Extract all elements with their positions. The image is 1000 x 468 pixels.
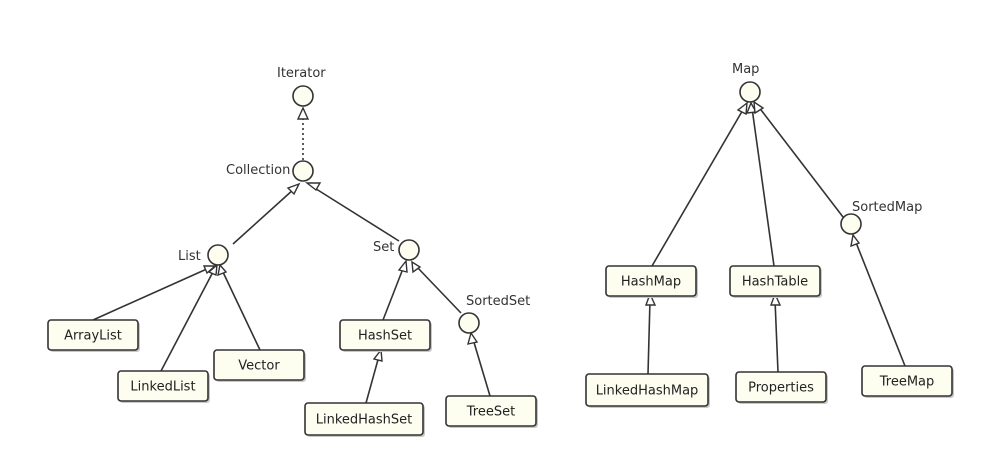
edge-sortedset-set	[415, 265, 462, 314]
arrowhead-list-from-linkedlist	[207, 263, 218, 277]
arrowhead-set-from-hashset	[397, 259, 408, 273]
set-interface-icon	[398, 239, 420, 261]
arrowhead-map-from-hashmap	[736, 101, 748, 116]
arrowhead-collection-from-list	[286, 182, 301, 196]
arrowhead-list-from-vector	[217, 263, 228, 277]
hashset-label: HashSet	[358, 329, 412, 344]
node-linkedhashmap: LinkedHashMap	[585, 373, 710, 408]
hashtable-box	[729, 265, 821, 297]
properties-label: Properties	[748, 381, 814, 396]
arrowhead-hashmap-from-linkedhashmap	[645, 292, 657, 306]
arrowhead-iterator	[296, 106, 310, 120]
sortedmap-label: SortedMap	[852, 200, 922, 215]
node-sortedset: SortedSet	[458, 294, 530, 334]
edge-set-collection	[312, 186, 400, 242]
edge-hashtable-map	[751, 107, 775, 267]
arrowhead-hashset-from-linkedhashset	[372, 348, 383, 362]
edge-sortedmap-map	[757, 105, 844, 218]
edge-linkedhashmap-hashmap	[647, 299, 651, 375]
treeset-label: TreeSet	[466, 405, 515, 420]
arraylist-label: ArrayList	[64, 329, 122, 344]
map-interface-icon	[739, 81, 761, 103]
edge-arraylist-list	[92, 267, 210, 321]
linkedhashmap-box	[585, 373, 709, 407]
treemap-box	[861, 365, 953, 397]
node-iterator: Iterator	[277, 66, 326, 107]
collection-interface-icon	[292, 160, 314, 182]
edge-properties-hashtable	[774, 299, 779, 373]
iterator-label: Iterator	[277, 66, 326, 81]
arrowhead-set-from-sortedset	[411, 260, 422, 274]
node-treeset: TreeSet	[445, 395, 538, 428]
edge-linkedhashset-hashset	[365, 355, 380, 404]
arrowhead-map-from-hashtable	[745, 101, 758, 114]
edge-treemap-sortedmap	[854, 239, 906, 367]
sortedset-label: SortedSet	[466, 294, 530, 309]
linkedhashset-box	[304, 402, 424, 436]
node-set: Set	[373, 239, 420, 261]
list-label: List	[178, 249, 201, 264]
sortedmap-interface-icon	[840, 213, 862, 235]
hashmap-label: HashMap	[621, 275, 681, 290]
linkedhashset-label: LinkedHashSet	[316, 413, 413, 428]
edge-hashmap-map	[651, 107, 745, 267]
edge-list-collection	[232, 188, 295, 245]
node-map: Map	[732, 62, 761, 103]
set-label: Set	[373, 240, 394, 255]
edge-treeset-sortedset	[472, 338, 491, 397]
arraylist-box	[47, 319, 139, 351]
linkedlist-label: LinkedList	[130, 380, 195, 395]
map-label: Map	[732, 62, 759, 77]
arrowhead-sortedmap-from-treemap	[850, 233, 861, 248]
node-arraylist: ArrayList	[47, 319, 140, 352]
properties-box	[735, 371, 827, 403]
node-vector: Vector	[213, 349, 306, 382]
edge-linkedlist-list	[160, 269, 215, 372]
node-collection: Collection	[226, 160, 314, 182]
arrowhead-collection-from-set	[304, 182, 322, 192]
iterator-interface-icon	[292, 85, 314, 107]
linkedlist-box	[117, 370, 209, 402]
hashmap-box	[605, 265, 697, 297]
node-linkedhashset: LinkedHashSet	[304, 402, 425, 437]
hashtable-label: HashTable	[742, 275, 808, 290]
node-hashtable: HashTable	[729, 265, 822, 298]
node-treemap: TreeMap	[861, 365, 954, 398]
linkedhashmap-label: LinkedHashMap	[596, 384, 699, 399]
arrowhead-map-from-sortedmap	[753, 100, 765, 115]
node-properties: Properties	[735, 371, 828, 404]
node-linkedlist: LinkedList	[117, 370, 210, 403]
node-list: List	[178, 244, 229, 266]
vector-label: Vector	[238, 359, 280, 374]
hashset-box	[339, 319, 431, 351]
treeset-box	[445, 395, 537, 427]
treemap-label: TreeMap	[879, 375, 935, 390]
node-hashmap: HashMap	[605, 265, 698, 298]
arrowhead-hashtable-from-properties	[770, 292, 782, 306]
node-hashset: HashSet	[339, 319, 432, 352]
list-interface-icon	[207, 244, 229, 266]
edge-hashset-set	[382, 265, 405, 321]
collection-label: Collection	[226, 163, 290, 178]
edge-vector-list	[221, 269, 261, 351]
arrowhead-sortedset-from-treeset	[467, 331, 479, 345]
vector-box	[213, 349, 305, 381]
node-sortedmap: SortedMap	[840, 200, 922, 235]
sortedset-interface-icon	[458, 312, 480, 334]
